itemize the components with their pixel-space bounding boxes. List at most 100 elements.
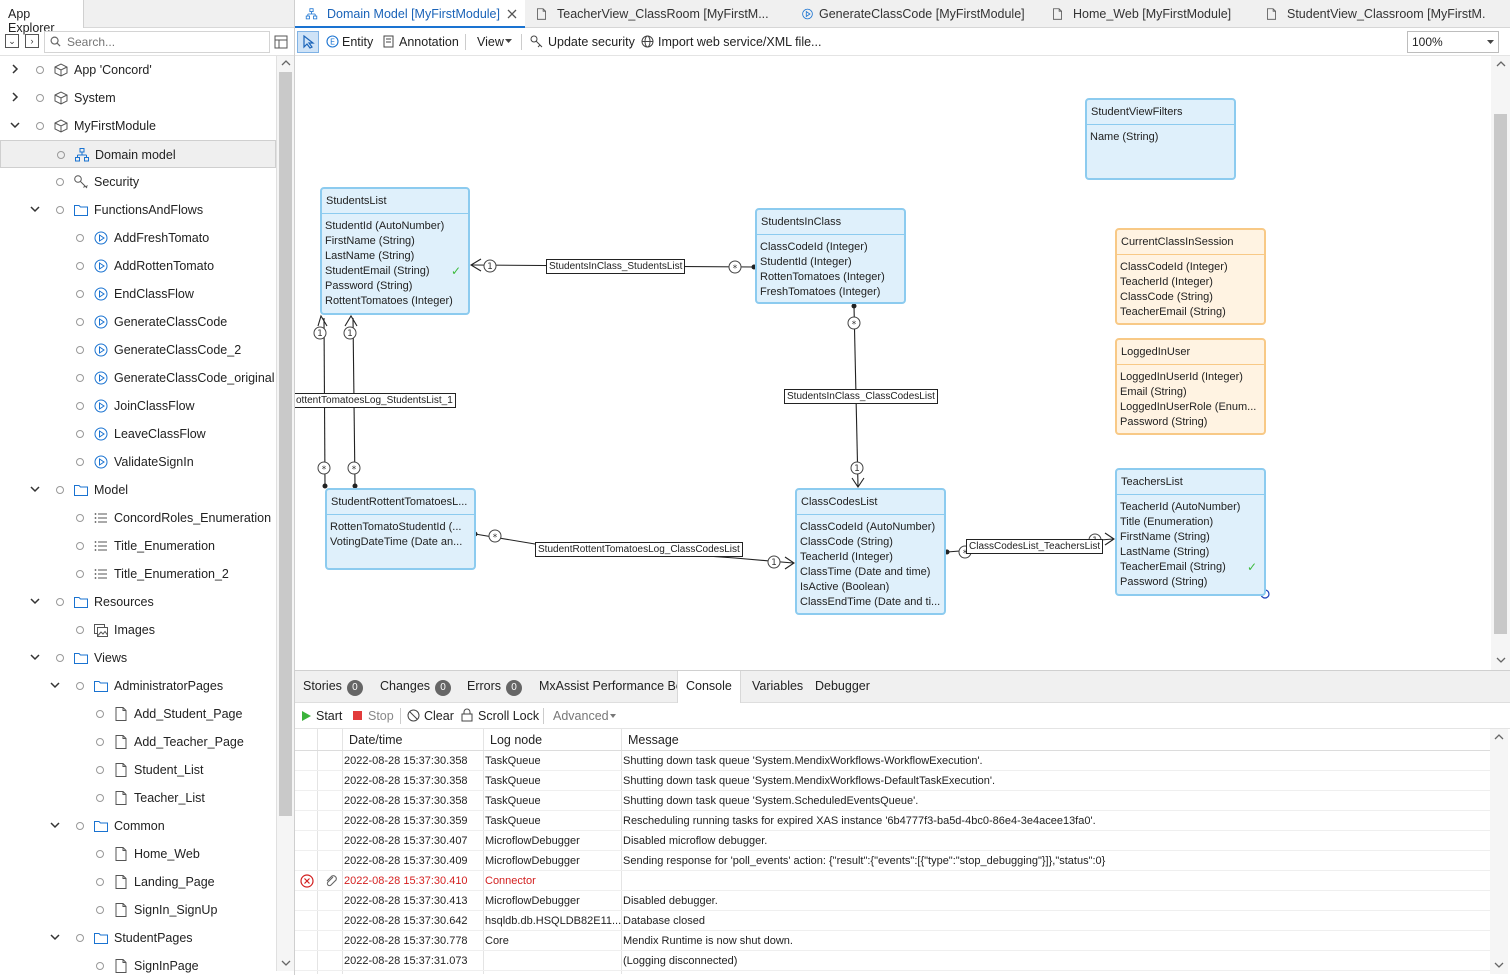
collapse-all-icon[interactable]: ⌄: [5, 34, 19, 48]
chevron-down-icon[interactable]: [50, 820, 60, 830]
annotation-button[interactable]: Annotation: [399, 35, 459, 49]
entity-attribute[interactable]: StudentEmail (String)✓: [325, 264, 465, 279]
tree-item[interactable]: GenerateClassCode_2: [0, 336, 276, 364]
tree-item[interactable]: Title_Enumeration_2: [0, 560, 276, 588]
entity-attribute[interactable]: FreshTomatoes (Integer): [760, 285, 901, 300]
zoom-select[interactable]: 100%: [1407, 31, 1499, 53]
scroll-up-icon[interactable]: [281, 59, 291, 67]
chevron-down-icon[interactable]: [30, 652, 40, 662]
association-label-studentsinclass-studentslist[interactable]: StudentsInClass_StudentsList: [546, 259, 686, 274]
scroll-up-icon[interactable]: [1494, 733, 1504, 741]
tree-item[interactable]: Common: [0, 812, 276, 840]
entity-attribute[interactable]: RottenTomatoes (Integer): [760, 270, 901, 285]
entity-attribute[interactable]: TeacherId (AutoNumber): [1120, 500, 1261, 515]
entity-attribute[interactable]: Password (String): [1120, 415, 1261, 430]
tree-item[interactable]: SignInPage: [0, 952, 276, 975]
entity-attribute[interactable]: TeacherId (Integer): [1120, 275, 1261, 290]
tree-item[interactable]: Model: [0, 476, 276, 504]
tree-item[interactable]: ValidateSignIn: [0, 448, 276, 476]
tree-item[interactable]: Title_Enumeration: [0, 532, 276, 560]
entity-attribute[interactable]: ClassTime (Date and time): [800, 565, 941, 580]
scroll-down-icon[interactable]: [1496, 656, 1506, 664]
entity-attribute[interactable]: Title (Enumeration): [1120, 515, 1261, 530]
chevron-right-icon[interactable]: [10, 64, 20, 74]
entity-rotten-log[interactable]: StudentRottentTomatoesL...RottenTomatoSt…: [325, 488, 476, 570]
tree-item[interactable]: Add_Student_Page: [0, 700, 276, 728]
document-tab[interactable]: Domain Model [MyFirstModule]: [295, 0, 525, 28]
chevron-down-icon[interactable]: [30, 484, 40, 494]
start-button[interactable]: Start: [316, 709, 343, 723]
scroll-down-icon[interactable]: [1494, 961, 1504, 969]
chevron-down-icon[interactable]: [50, 932, 60, 942]
entity-attribute[interactable]: ClassCode (String): [800, 535, 941, 550]
entity-attribute[interactable]: LoggedInUserRole (Enum...: [1120, 400, 1261, 415]
tree-item[interactable]: EndClassFlow: [0, 280, 276, 308]
tree-item[interactable]: Resources: [0, 588, 276, 616]
entity-attribute[interactable]: FirstName (String): [325, 234, 465, 249]
chevron-down-icon[interactable]: [50, 680, 60, 690]
entity-attribute[interactable]: LoggedInUserId (Integer): [1120, 370, 1261, 385]
chevron-down-icon[interactable]: [30, 596, 40, 606]
stop-button[interactable]: Stop: [368, 709, 394, 723]
view-dropdown[interactable]: View: [477, 35, 504, 49]
column-header[interactable]: Message: [628, 733, 679, 747]
document-tab[interactable]: TeacherView_ClassRoom [MyFirstM...: [525, 0, 783, 28]
entity-attribute[interactable]: TeacherEmail (String): [1120, 305, 1261, 320]
entity-attribute[interactable]: VotingDateTime (Date an...: [330, 535, 471, 550]
tree-item[interactable]: GenerateClassCode_original: [0, 364, 276, 392]
entity-attribute[interactable]: Email (String): [1120, 385, 1261, 400]
scroll-down-icon[interactable]: [281, 959, 291, 967]
entity-attribute[interactable]: TeacherEmail (String)✓: [1120, 560, 1261, 575]
bottom-tab[interactable]: Console: [677, 671, 741, 703]
document-tab[interactable]: Home_Web [MyFirstModule]: [1041, 0, 1255, 28]
association-label-log-studentslist[interactable]: ottentTomatoesLog_StudentsList_1: [295, 393, 456, 408]
tree-item[interactable]: JoinClassFlow: [0, 392, 276, 420]
entity-button[interactable]: Entity: [342, 35, 374, 49]
tree-item[interactable]: Landing_Page: [0, 868, 276, 896]
attachment-icon[interactable]: [324, 874, 338, 888]
entity-attribute[interactable]: LastName (String): [1120, 545, 1261, 560]
clear-button[interactable]: Clear: [424, 709, 454, 723]
tree-item[interactable]: System: [0, 84, 276, 112]
log-scrollbar[interactable]: [1490, 729, 1508, 974]
close-icon[interactable]: [507, 9, 517, 19]
entity-attribute[interactable]: RottenTomatoStudentId (...: [330, 520, 471, 535]
tree-scrollbar[interactable]: [276, 56, 294, 971]
bottom-tab[interactable]: Debugger: [815, 679, 870, 693]
expand-icon[interactable]: ›: [25, 34, 39, 48]
entity-attribute[interactable]: LastName (String): [325, 249, 465, 264]
column-header[interactable]: Date/time: [349, 733, 403, 747]
entity-attribute[interactable]: FirstName (String): [1120, 530, 1261, 545]
tree-item[interactable]: ConcordRoles_Enumeration: [0, 504, 276, 532]
tree-item[interactable]: AdministratorPages: [0, 672, 276, 700]
tree-item[interactable]: MyFirstModule: [0, 112, 276, 140]
entity-attribute[interactable]: Password (String): [325, 279, 465, 294]
tree-item[interactable]: LeaveClassFlow: [0, 420, 276, 448]
chevron-down-icon[interactable]: [10, 120, 20, 130]
tree-item[interactable]: Images: [0, 616, 276, 644]
canvas-scroll-thumb[interactable]: [1494, 114, 1507, 634]
entity-attribute[interactable]: ClassCodeId (Integer): [760, 240, 901, 255]
log-row[interactable]: 2022-08-28 15:37:31.073(Logging disconne…: [295, 951, 1490, 971]
bottom-tab[interactable]: Variables: [752, 679, 803, 693]
document-tab[interactable]: StudentView_Classroom [MyFirstM.: [1255, 0, 1510, 28]
entity-attribute[interactable]: RottentTomatoes (Integer): [325, 294, 465, 309]
tree-item[interactable]: StudentPages: [0, 924, 276, 952]
import-web-service-button[interactable]: Import web service/XML file...: [658, 35, 822, 49]
entity-attribute[interactable]: StudentId (AutoNumber): [325, 219, 465, 234]
